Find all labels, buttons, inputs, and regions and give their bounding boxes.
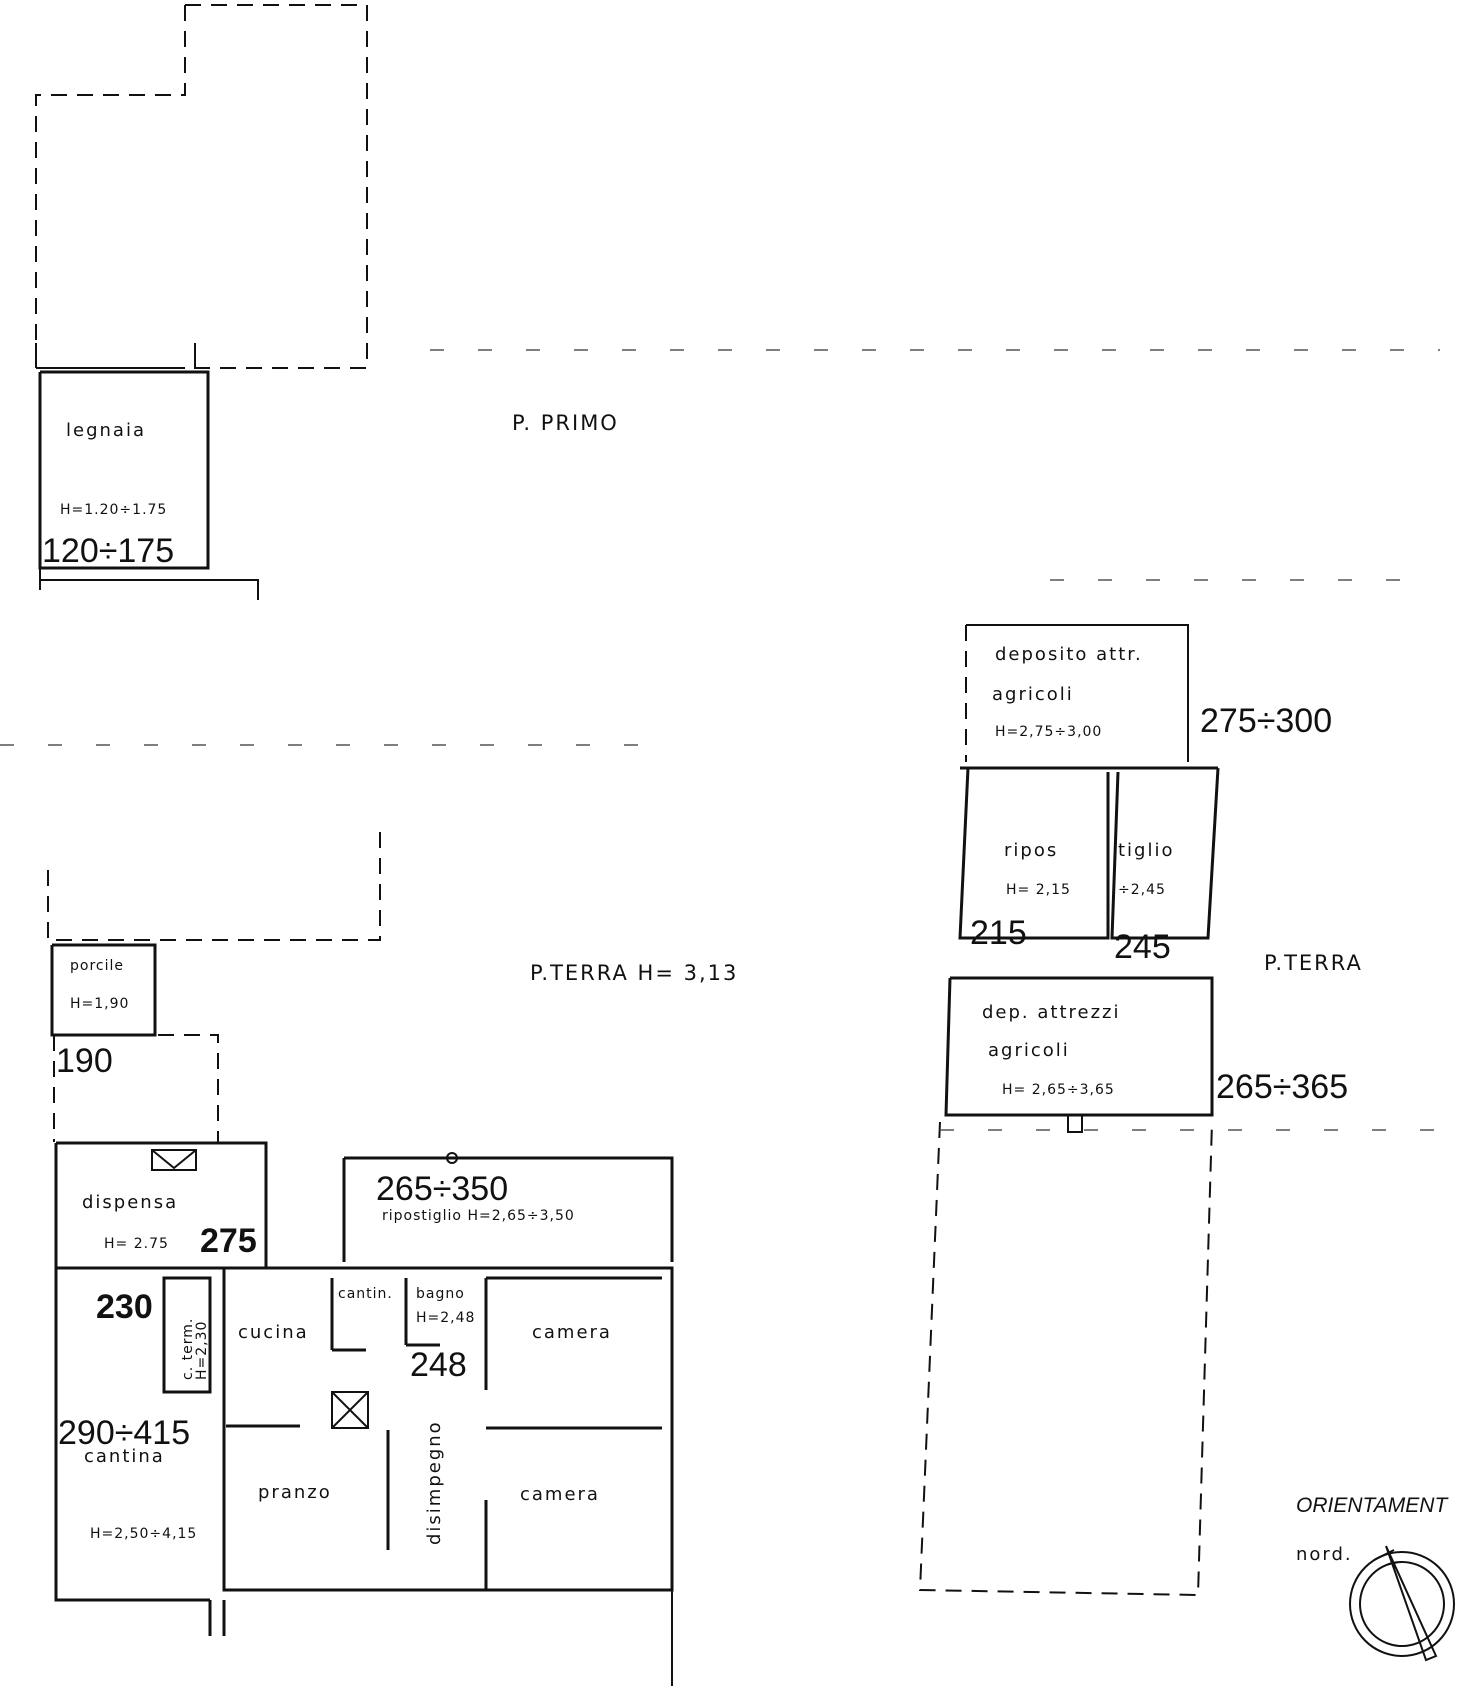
deposito-line1: deposito attr. <box>995 644 1143 665</box>
floor-label-primo: P. PRIMO <box>512 411 619 435</box>
dep-attrezzi-height: H= 2,65÷3,65 <box>1002 1082 1115 1098</box>
cterm-label: c. term. <box>180 1318 196 1380</box>
north-label: nord. <box>1296 1544 1353 1565</box>
deposito-value: 275÷300 <box>1200 702 1332 740</box>
dispensa-value: 275 <box>200 1222 257 1260</box>
dep-attrezzi-line2: agricoli <box>988 1040 1070 1061</box>
dispensa-label: dispensa <box>82 1192 178 1213</box>
room-porcile <box>50 943 157 1037</box>
cantina-value: 290÷415 <box>58 1414 190 1452</box>
porcile-label: porcile <box>70 958 124 974</box>
floor-label-terra-main: P.TERRA H= 3,13 <box>530 961 738 985</box>
cantina-label: cantina <box>84 1446 165 1467</box>
deposito-line2: agricoli <box>992 684 1074 705</box>
compass-icon <box>1349 1545 1455 1662</box>
room-legnaia <box>38 370 259 600</box>
ripostiglio-main-value: 265÷350 <box>376 1170 508 1208</box>
ripos-b-height: ÷2,45 <box>1118 882 1166 898</box>
dispensa-height: H= 2.75 <box>104 1236 169 1252</box>
dep-attrezzi-value: 265÷365 <box>1216 1068 1348 1106</box>
disimpegno-label: disimpegno <box>424 1420 445 1545</box>
main-house-walls <box>54 1266 674 1686</box>
legnaia-label: legnaia <box>66 420 146 441</box>
cantina-height: H=2,50÷4,15 <box>90 1526 197 1542</box>
cucina-label: cucina <box>238 1322 309 1343</box>
bagno-height: H=2,48 <box>416 1310 475 1326</box>
bagno-label: bagno <box>416 1286 465 1302</box>
side-building-walls <box>918 579 1460 1597</box>
cterm-height: H=2,30 <box>194 1321 210 1380</box>
ripos-a-height: H= 2,15 <box>1006 882 1071 898</box>
orientation-label: ORIENTAMENT <box>1296 1494 1449 1517</box>
camera-1-label: camera <box>532 1322 612 1343</box>
bagno-value: 248 <box>410 1346 467 1384</box>
legnaia-height: H=1.20÷1.75 <box>60 502 167 518</box>
camera-2-label: camera <box>520 1484 600 1505</box>
ripostiglio-main-label: ripostiglio H=2,65÷3,50 <box>382 1208 575 1224</box>
cantin-label: cantin. <box>338 1286 393 1302</box>
room-ripostiglio-main <box>342 1152 674 1262</box>
dep-attrezzi-line1: dep. attrezzi <box>982 1002 1121 1023</box>
porcile-value: 190 <box>56 1042 113 1080</box>
ripos-b-value: 245 <box>1114 928 1171 966</box>
legnaia-value: 120÷175 <box>42 532 174 570</box>
floor-label-terra-side: P.TERRA <box>1264 951 1363 975</box>
ripos-a-label: ripos <box>1004 840 1058 861</box>
first-floor-outline <box>35 4 1440 369</box>
ripos-a-value: 215 <box>970 914 1027 952</box>
ripos-b-label: tiglio <box>1118 840 1175 861</box>
cterm-value: 230 <box>96 1288 153 1326</box>
porcile-height: H=1,90 <box>70 996 129 1012</box>
deposito-height: H=2,75÷3,00 <box>995 724 1102 740</box>
pranzo-label: pranzo <box>258 1482 332 1503</box>
